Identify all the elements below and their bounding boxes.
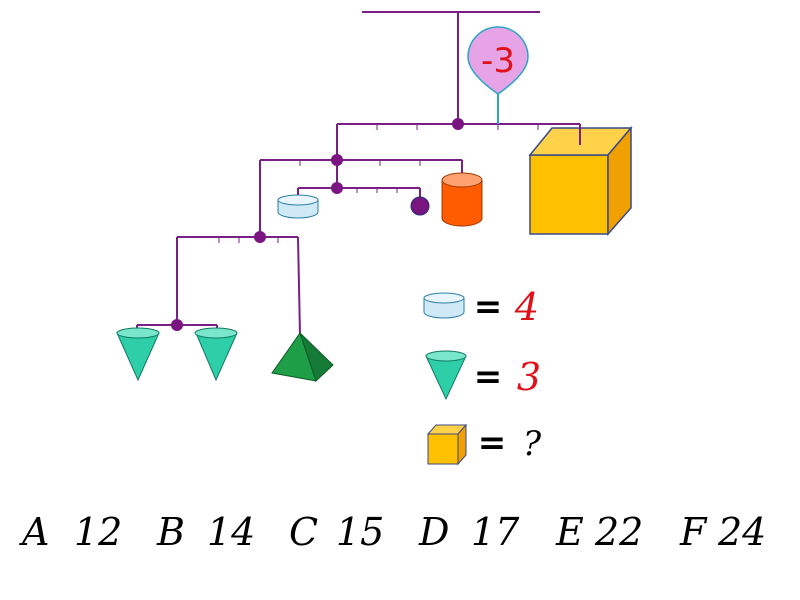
cone-icon <box>425 350 467 401</box>
cylinder-icon <box>423 292 465 319</box>
legend-equals: = <box>474 287 503 327</box>
answer-option-c[interactable]: C 15 <box>289 510 384 554</box>
legend-value: 3 <box>517 355 541 399</box>
legend-unknown: ? <box>523 424 542 464</box>
answer-value: 17 <box>471 510 520 554</box>
balloon-label: -3 <box>481 41 515 81</box>
orange-cylinder <box>441 172 483 227</box>
answer-option-f[interactable]: F 24 <box>679 510 766 554</box>
answer-letter: C <box>289 510 318 554</box>
answer-option-e[interactable]: E 22 <box>555 510 643 554</box>
answer-letter: A <box>19 510 49 554</box>
joint-level-5 <box>171 319 183 331</box>
answer-value: 24 <box>717 510 766 554</box>
legend: = 4 = 3 = ? <box>423 285 542 466</box>
pyramid <box>271 331 334 382</box>
answer-letter: F <box>679 510 708 554</box>
legend-row-cone: = 3 <box>425 350 541 401</box>
cone-left <box>116 327 160 382</box>
answer-option-b[interactable]: B 14 <box>156 510 255 554</box>
purple-ball <box>410 196 430 216</box>
joint-level-4 <box>254 231 266 243</box>
small-cylinder <box>277 194 319 219</box>
cone-right <box>194 327 238 382</box>
answer-letter: B <box>156 510 185 554</box>
answer-value: 15 <box>336 510 384 554</box>
answer-letter: E <box>555 510 584 554</box>
balloon-shape <box>467 26 529 95</box>
cube <box>528 124 633 236</box>
answer-option-d[interactable]: D 17 <box>418 510 520 554</box>
answer-options: A 12 B 14 C 15 D 17 E 22 F 24 <box>19 510 766 554</box>
answer-value: 14 <box>207 510 255 554</box>
answer-letter: D <box>418 510 449 554</box>
legend-row-cube: = ? <box>426 423 542 466</box>
joint-level-2 <box>331 154 343 166</box>
beam-level-4 <box>176 236 301 336</box>
legend-value: 4 <box>514 285 539 329</box>
legend-equals: = <box>478 423 507 463</box>
answer-value: 22 <box>594 510 643 554</box>
legend-row-cylinder: = 4 <box>423 285 539 329</box>
answer-value: 12 <box>74 510 122 554</box>
cube-icon <box>426 423 468 466</box>
legend-equals: = <box>474 357 503 397</box>
joint-level-3 <box>331 182 343 194</box>
answer-option-a[interactable]: A 12 <box>19 510 122 554</box>
joint-level-1 <box>452 118 464 130</box>
balloon: -3 <box>467 26 529 124</box>
